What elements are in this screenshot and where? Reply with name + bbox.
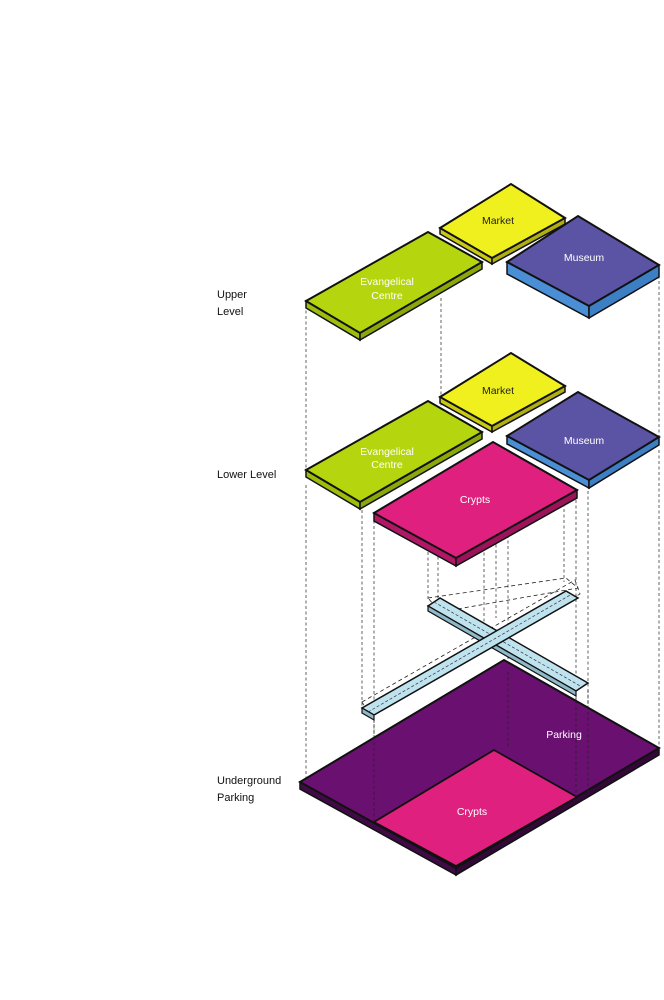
lower-market-slab: Market bbox=[438, 351, 567, 434]
lower-museum-slab: Museum bbox=[505, 390, 661, 490]
connector-strip-a bbox=[426, 597, 590, 698]
parking-overlay-guides bbox=[373, 672, 589, 822]
upper-evangelical-label-line-1: Evangelical bbox=[360, 276, 414, 288]
upper-level-group: Market Museum Evangelical Centre bbox=[304, 182, 661, 342]
lower-museum-label: Museum bbox=[564, 435, 605, 447]
underground-crypts-label: Crypts bbox=[457, 806, 487, 818]
underground-label-line-1: Underground bbox=[217, 775, 282, 787]
underground-group: Parking Crypts bbox=[297, 658, 661, 877]
cross-connector bbox=[360, 577, 590, 722]
lower-crypts-slab: Crypts bbox=[371, 440, 580, 568]
upper-evangelical-slab: Evangelical Centre bbox=[304, 230, 485, 342]
lower-level-label-line-1: Lower Level bbox=[217, 469, 277, 481]
upper-evangelical-label-line-2: Centre bbox=[371, 290, 403, 302]
lower-evangelical-slab: Evangelical Centre bbox=[304, 399, 485, 511]
underground-parking-label: Parking bbox=[546, 729, 582, 741]
upper-market-label: Market bbox=[482, 215, 514, 227]
lower-evangelical-label-line-2: Centre bbox=[371, 459, 403, 471]
upper-level-label: Upper Level bbox=[217, 287, 247, 321]
underground-label-line-2: Parking bbox=[217, 792, 255, 804]
upper-museum-slab: Museum bbox=[505, 214, 661, 320]
lower-crypts-label: Crypts bbox=[460, 494, 490, 506]
underground-parking-label: Underground Parking bbox=[217, 773, 281, 807]
lower-market-label: Market bbox=[482, 385, 514, 397]
upper-level-label-line-1: Upper bbox=[217, 289, 247, 301]
lower-level-label: Lower Level bbox=[217, 467, 276, 484]
lower-evangelical-label-line-1: Evangelical bbox=[360, 446, 414, 458]
underground-crypts-area: Crypts bbox=[372, 748, 579, 868]
lower-level-group: Market Museum Evangelical Centre Crypts bbox=[304, 351, 661, 568]
upper-level-label-line-2: Level bbox=[217, 306, 244, 318]
upper-museum-label: Museum bbox=[564, 252, 605, 264]
connector-strip-b bbox=[360, 590, 580, 722]
